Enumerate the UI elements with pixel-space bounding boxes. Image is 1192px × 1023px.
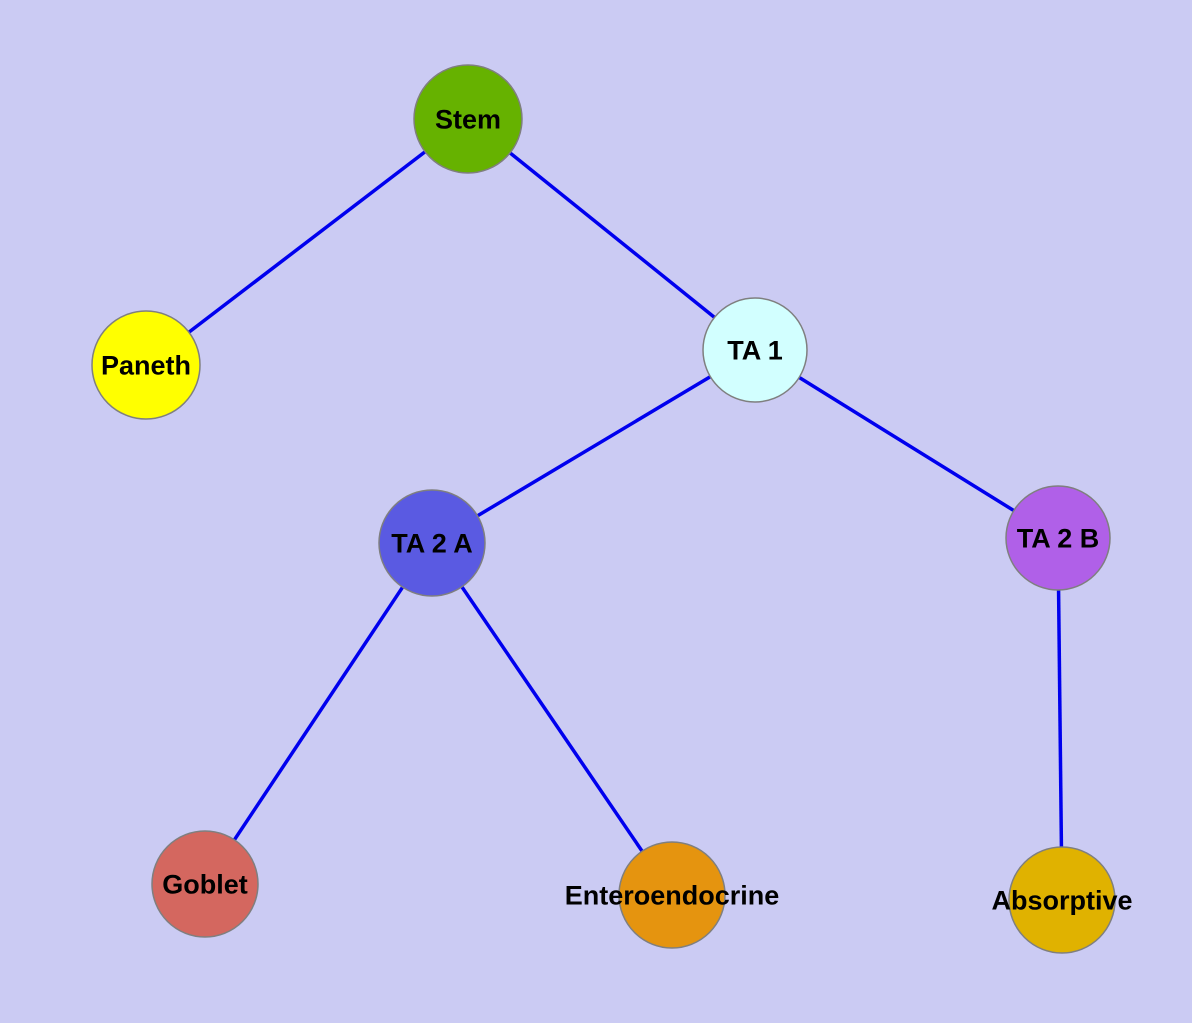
edge-ta-2-a-to-goblet <box>203 542 434 885</box>
node-label-enteroendocrine: Enteroendocrine <box>565 880 780 910</box>
edge-ta-2-a-to-enteroendocrine <box>430 542 674 896</box>
edge-ta-2-b-to-absorptive <box>1056 537 1064 901</box>
node-label-ta-2-a: TA 2 A <box>391 528 473 558</box>
edge-ta-1-to-ta-2-a <box>431 348 756 545</box>
node-circle-stem <box>413 64 523 174</box>
node-ta-2-b: TA 2 B <box>1005 485 1111 591</box>
node-circle-absorptive <box>1008 846 1116 954</box>
node-ta-1: TA 1 <box>702 297 808 403</box>
node-circle-ta-1 <box>702 297 808 403</box>
edge-stem-to-ta-1 <box>466 117 757 352</box>
node-stem: Stem <box>413 64 523 174</box>
node-circle-ta-2-a <box>378 489 486 597</box>
node-enteroendocrine: Enteroendocrine <box>565 841 780 949</box>
edge-ta-1-to-ta-2-b <box>754 348 1059 540</box>
node-circle-goblet <box>151 830 259 938</box>
node-label-ta-1: TA 1 <box>727 335 783 365</box>
node-circle-enteroendocrine <box>618 841 726 949</box>
node-ta-2-a: TA 2 A <box>378 489 486 597</box>
node-paneth: Paneth <box>91 310 201 420</box>
node-label-ta-2-b: TA 2 B <box>1017 523 1100 553</box>
node-label-absorptive: Absorptive <box>991 885 1132 915</box>
node-goblet: Goblet <box>151 830 259 938</box>
edge-stem-to-paneth <box>144 117 470 367</box>
edges-layer <box>144 117 1064 901</box>
node-absorptive: Absorptive <box>991 846 1133 954</box>
node-label-paneth: Paneth <box>101 350 191 380</box>
node-label-goblet: Goblet <box>162 869 248 899</box>
node-label-stem: Stem <box>435 104 501 134</box>
node-circle-paneth <box>91 310 201 420</box>
node-circle-ta-2-b <box>1005 485 1111 591</box>
